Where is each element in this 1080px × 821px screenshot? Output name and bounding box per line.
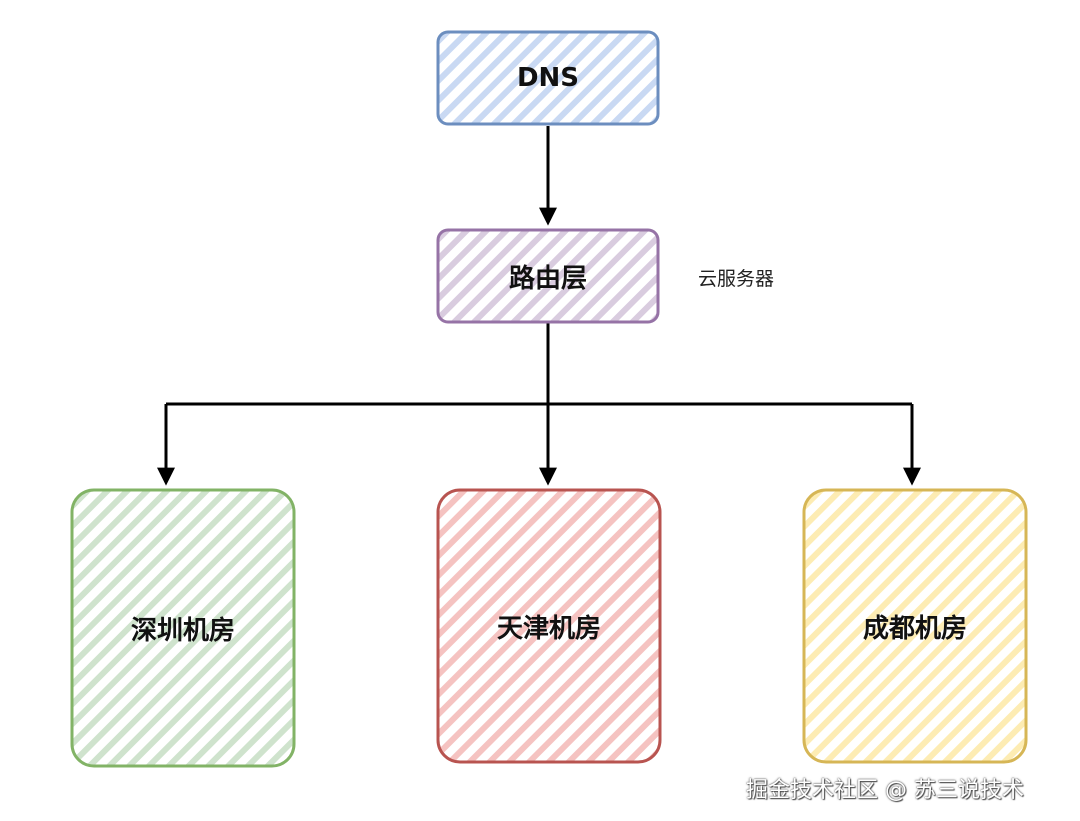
- tianjin-label: 天津机房: [496, 613, 601, 644]
- dns-box: [436, 30, 660, 126]
- tianjin-box: [436, 488, 662, 764]
- router-note: 云服务器: [698, 268, 775, 290]
- shenzhen-label: 深圳机房: [130, 615, 235, 646]
- dns-label: DNS: [516, 63, 580, 93]
- chengdu-label: 成都机房: [862, 613, 967, 644]
- router-label: 路由层: [508, 263, 587, 294]
- watermark-text: 掘金技术社区 @ 苏三说技术: [746, 778, 1024, 803]
- chengdu-box: [802, 488, 1028, 764]
- connectors: [157, 126, 921, 486]
- shenzhen-box: [70, 488, 296, 768]
- router-box: [436, 228, 660, 324]
